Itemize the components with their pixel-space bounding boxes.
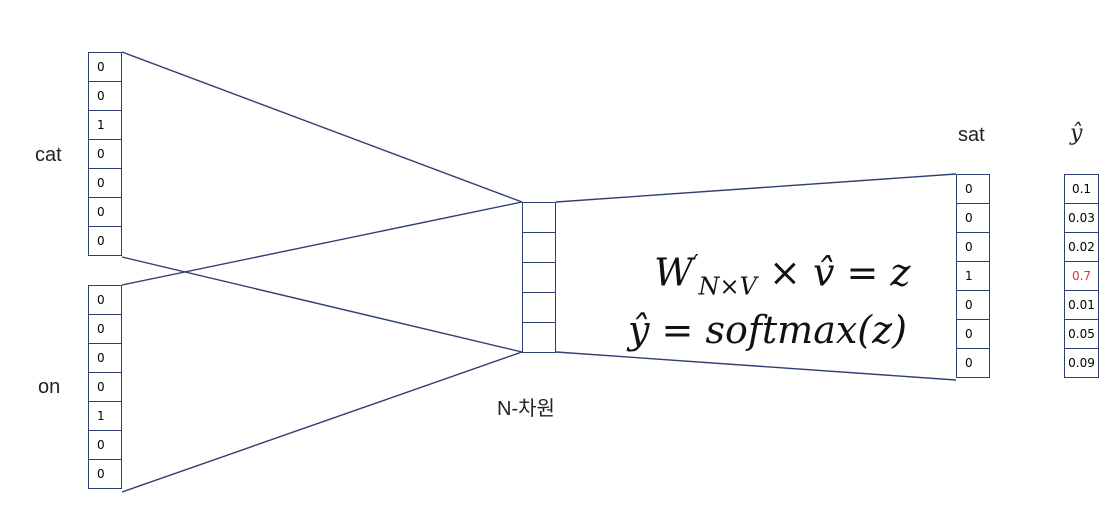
on-cell: 0 [88, 314, 122, 344]
cat-cell: 0 [88, 197, 122, 227]
yhat-cell: 0.03 [1064, 203, 1099, 233]
cat-cell: 0 [88, 81, 122, 111]
hidden-cell [522, 322, 556, 353]
formula-subscript: N×V [698, 272, 757, 301]
yhat-cell: 0.05 [1064, 319, 1099, 349]
sat-label: sat [958, 124, 985, 146]
on-to-hidden-bottom [121, 351, 523, 493]
on-cell: 1 [88, 401, 122, 431]
hidden-dim-label: N-차원 [497, 398, 555, 420]
sat-cell: 0 [956, 319, 990, 349]
sat-cell: 0 [956, 203, 990, 233]
cat-to-hidden-top [121, 51, 523, 203]
cat-cell: 0 [88, 226, 122, 256]
cat-label: cat [35, 144, 62, 166]
formula-w: W [654, 250, 694, 295]
formula-weight-product: W′N×V × v̂ = z [654, 250, 910, 300]
on-cell: 0 [88, 343, 122, 373]
on-cell: 0 [88, 459, 122, 489]
hidden-cell [522, 202, 556, 233]
on-label: on [38, 376, 61, 398]
sat-cell: 0 [956, 290, 990, 320]
cat-cell: 0 [88, 139, 122, 169]
hidden-to-sat-top [555, 173, 957, 203]
sat-cell: 0 [956, 348, 990, 378]
on-cell: 0 [88, 285, 122, 315]
cat-cell: 0 [88, 52, 122, 82]
formula-softmax: ŷ = softmax(z) [628, 308, 907, 352]
yhat-cell: 0.09 [1064, 348, 1099, 378]
formula-rest: × v̂ = z [756, 250, 911, 295]
yhat-cell: 0.02 [1064, 232, 1099, 262]
hidden-cell [522, 232, 556, 263]
on-cell: 0 [88, 430, 122, 460]
formula-prime: ′ [693, 250, 699, 278]
hidden-cell [522, 262, 556, 293]
sat-cell: 0 [956, 232, 990, 262]
hidden-to-sat-bottom [555, 351, 957, 381]
yhat-cell: 0.1 [1064, 174, 1099, 204]
on-cell: 0 [88, 372, 122, 402]
yhat-label: ŷ [1070, 121, 1083, 146]
yhat-cell: 0.7 [1064, 261, 1099, 291]
yhat-cell: 0.01 [1064, 290, 1099, 320]
hidden-cell [522, 292, 556, 323]
cat-cell: 0 [88, 168, 122, 198]
on-to-hidden-top [121, 201, 523, 286]
sat-cell: 1 [956, 261, 990, 291]
cat-to-hidden-bottom [121, 256, 523, 353]
hidden-layer-vector [522, 202, 556, 357]
cat-cell: 1 [88, 110, 122, 140]
sat-cell: 0 [956, 174, 990, 204]
